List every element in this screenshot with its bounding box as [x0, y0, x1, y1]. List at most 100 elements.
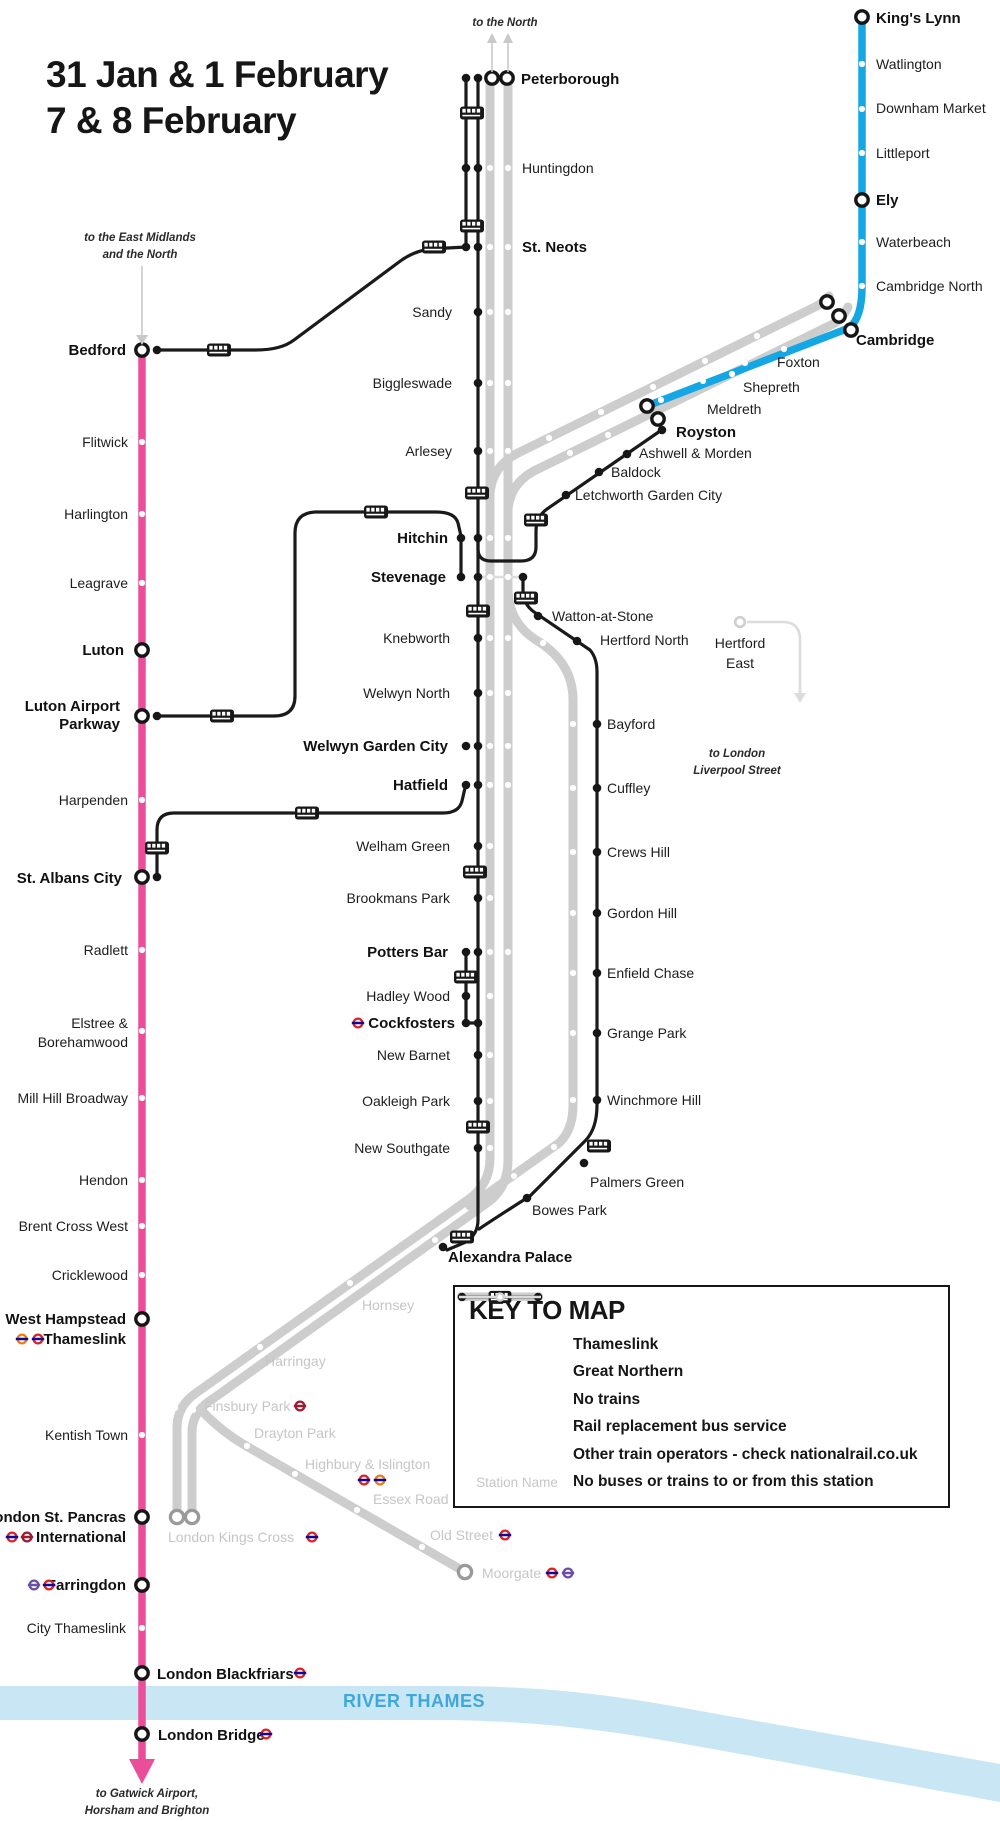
es-roundel-icon	[20, 1531, 34, 1543]
bus-stripe	[209, 351, 228, 354]
station-label: Sandy	[412, 304, 452, 320]
station-marker	[858, 238, 866, 246]
station-label: St. Neots	[522, 239, 587, 256]
roundel-bar	[545, 1571, 559, 1575]
bus-window	[376, 507, 380, 512]
bus-stripe	[468, 612, 487, 615]
bus-icon	[463, 865, 487, 879]
legend-label: No trains	[573, 1390, 641, 1408]
annotation-to-east-midlands: to the East Midlands	[84, 232, 196, 244]
station-label: Letchworth Garden City	[575, 487, 722, 503]
station-marker	[486, 243, 494, 251]
bus-body	[145, 841, 169, 855]
station-label: Gordon Hill	[607, 905, 677, 921]
station-kings-lynn: King's Lynn	[854, 9, 961, 27]
station-label: Knebworth	[383, 630, 450, 646]
bus-window	[456, 972, 460, 977]
bus-icon	[295, 806, 319, 820]
station-new-barnet: New Barnet	[377, 1047, 494, 1063]
dr-roundel-icon	[293, 1400, 307, 1412]
station-radlett: Radlett	[84, 942, 146, 958]
bus-window	[466, 972, 470, 977]
station-marker	[843, 322, 859, 338]
og-roundel-icon	[373, 1474, 387, 1486]
station-gordon-hill: Gordon Hill	[592, 905, 677, 921]
bus-window	[297, 808, 301, 813]
bus-window	[452, 1232, 456, 1237]
bus-icon	[454, 970, 478, 984]
station-label: Bowes Park	[532, 1202, 608, 1218]
bus-window	[438, 242, 443, 247]
station-label: East	[726, 655, 754, 671]
station-label: Elstree &	[71, 1015, 128, 1031]
roundel-bar	[5, 1535, 19, 1539]
station-city-thameslink: City Thameslink	[27, 1620, 146, 1636]
other-operators-hertford-east	[747, 620, 802, 694]
bus-icon	[450, 1230, 474, 1244]
bus-window	[152, 843, 156, 848]
station-hendon: Hendon	[79, 1172, 146, 1188]
bus-body	[210, 709, 234, 723]
station-label: Grange Park	[607, 1025, 687, 1041]
no-trains-station-dot	[550, 1143, 558, 1151]
bus-stripe	[462, 227, 481, 230]
station-marker	[486, 1144, 494, 1152]
station-marker	[473, 780, 483, 790]
lines-layer	[129, 13, 866, 1784]
station-marker	[473, 688, 483, 698]
station-label: Luton	[82, 642, 124, 659]
no-trains-station-dot	[753, 332, 761, 340]
station-marker	[592, 968, 602, 978]
bus-stripe	[147, 849, 166, 852]
station-label: Thameslink	[43, 1331, 126, 1348]
station-marker	[533, 611, 543, 621]
station-marker	[138, 1222, 146, 1230]
station-marker	[138, 1094, 146, 1102]
station-marker	[134, 1726, 150, 1742]
to-north-arrow-2-head	[503, 33, 513, 43]
bus-window	[434, 242, 438, 247]
station-marker	[256, 1343, 264, 1351]
station-label: Bedford	[69, 342, 127, 359]
roundel-bar	[27, 1583, 41, 1587]
map-title: 31 Jan & 1 February 7 & 8 February	[46, 52, 389, 144]
station-peterborough: Peterborough	[461, 70, 619, 88]
bus-body	[207, 343, 231, 357]
bus-window	[504, 1293, 508, 1297]
station-marker	[418, 1543, 426, 1551]
station-marker	[189, 1406, 197, 1414]
station-label: Borehamwood	[38, 1034, 128, 1050]
station-marker	[486, 573, 494, 581]
station-marker	[486, 781, 494, 789]
bus-icon	[466, 604, 490, 618]
station-palmers-green: Palmers Green	[579, 1158, 684, 1190]
roundel-bar	[351, 1021, 365, 1025]
to-east-midlands-arrow-head	[136, 335, 148, 345]
station-marker	[291, 1470, 299, 1478]
station-label: Hadley Wood	[366, 988, 450, 1004]
station-marker	[473, 163, 483, 173]
no-trains-hertford-loop	[465, 583, 578, 1211]
station-marker	[456, 1563, 474, 1581]
station-marker	[473, 378, 483, 388]
station-marker	[819, 294, 835, 310]
bus-icon	[145, 841, 169, 855]
bus-icons-layer	[145, 106, 611, 1244]
station-marker	[561, 490, 571, 500]
station-label: Radlett	[84, 942, 128, 958]
no-trains-station-dot	[569, 848, 577, 856]
station-oakleigh-park: Oakleigh Park	[362, 1093, 494, 1109]
station-label: Shepreth	[743, 379, 800, 395]
legend-label: Other train operators - check nationalra…	[573, 1445, 918, 1463]
bus-stripe	[465, 873, 484, 876]
station-marker	[134, 1311, 150, 1327]
station-marker	[473, 1018, 483, 1028]
station-label: Cricklewood	[52, 1267, 128, 1283]
station-label: Welham Green	[356, 838, 450, 854]
bus-window	[475, 867, 479, 872]
station-label: Alexandra Palace	[448, 1249, 572, 1266]
station-marker	[152, 345, 162, 355]
bus-window	[594, 1141, 598, 1146]
